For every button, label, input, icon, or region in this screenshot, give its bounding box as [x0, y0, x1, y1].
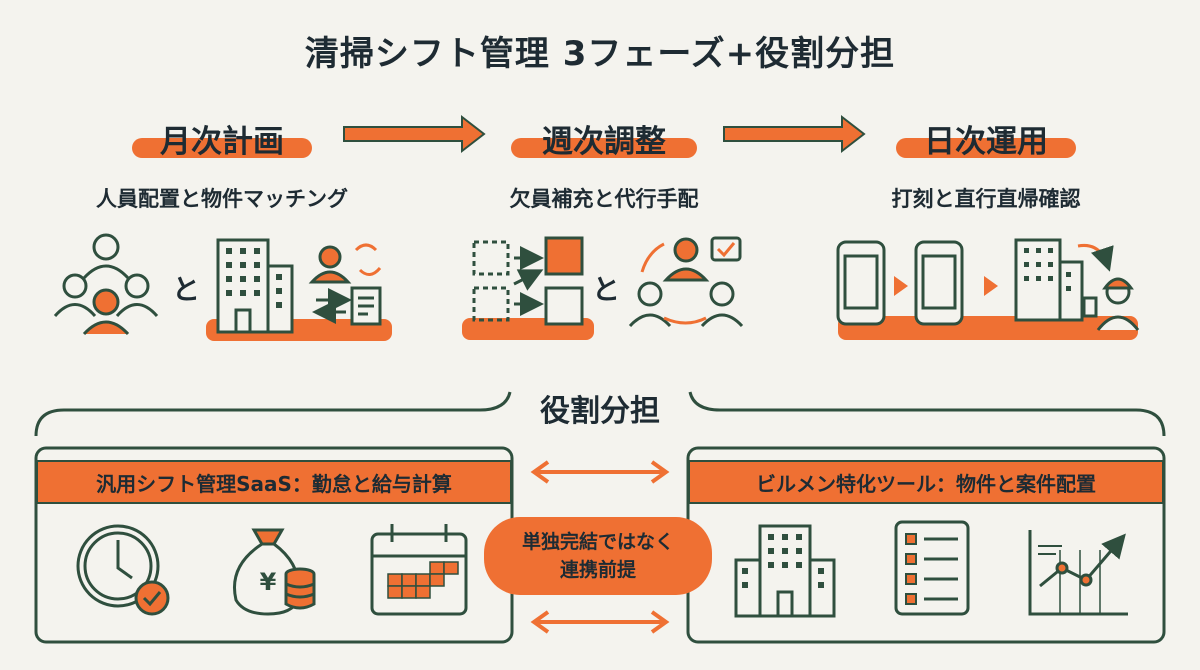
integration-note: 単独完結ではなく 連携前提 — [484, 517, 712, 595]
phase-weekly-text: 週次調整 — [542, 124, 666, 160]
phase-monthly-highlight — [132, 138, 312, 158]
phase-daily-label: 日次運用 — [866, 116, 1106, 161]
phase-weekly-label: 週次調整 — [484, 116, 724, 161]
line-chart-icon — [1028, 530, 1128, 616]
phase-monthly-subtitle: 人員配置と物件マッチング — [96, 187, 348, 211]
integration-note-line1: 単独完結ではなく — [521, 531, 674, 553]
calendar-icon — [370, 524, 468, 616]
integration-note-line2: 連携前提 — [559, 559, 636, 581]
phase-daily-highlight — [896, 138, 1076, 158]
phase-daily-text: 日次運用 — [924, 124, 1048, 160]
person-swap-icon — [308, 243, 382, 284]
arrow-monthly-to-weekly — [343, 114, 486, 154]
vacancy-fill-icon — [472, 236, 584, 326]
left-panel-header: 汎用シフト管理SaaS：勤怠と給与計算 — [36, 460, 512, 504]
document-icon — [350, 286, 382, 326]
connector-to-2: と — [592, 273, 621, 306]
phase-daily-subtitle: 打刻と直行直帰確認 — [891, 187, 1081, 211]
right-panel-header: ビルメン特化ツール：物件と案件配置 — [688, 460, 1164, 504]
substitute-team-icon — [628, 236, 744, 328]
double-arrow-top — [530, 460, 670, 484]
daily-highlight-bar — [838, 316, 1138, 340]
play-arrow-1 — [894, 276, 908, 296]
phase-monthly-text: 月次計画 — [160, 124, 284, 160]
smartphone-icon-1 — [836, 240, 886, 326]
phase-monthly-label: 月次計画 — [102, 116, 342, 161]
building-icon-monthly — [216, 238, 294, 334]
checklist-icon — [894, 520, 970, 616]
exchange-arrows-icon — [312, 288, 352, 324]
money-bag-icon — [233, 528, 316, 616]
arrow-weekly-to-daily — [723, 114, 866, 154]
play-arrow-2 — [984, 276, 998, 296]
roles-title: 役割分担 — [540, 394, 660, 429]
worker-icon — [1082, 277, 1140, 331]
direct-route-arrow — [1077, 243, 1114, 272]
clock-check-icon — [76, 524, 170, 616]
people-group-icon — [53, 233, 159, 336]
roles-bracket-left — [34, 391, 512, 437]
building-icon — [734, 524, 836, 618]
roles-bracket-right — [688, 391, 1166, 437]
yen-symbol: ¥ — [259, 568, 277, 596]
connector-to-1: と — [172, 273, 201, 306]
phase-weekly-subtitle: 欠員補充と代行手配 — [509, 187, 699, 211]
page-title: 清掃シフト管理 3フェーズ+役割分担 — [304, 34, 896, 74]
phase-weekly-highlight — [511, 138, 697, 158]
double-arrow-bottom — [530, 610, 670, 634]
building-icon-daily — [1014, 238, 1084, 322]
smartphone-icon-2 — [914, 240, 964, 326]
